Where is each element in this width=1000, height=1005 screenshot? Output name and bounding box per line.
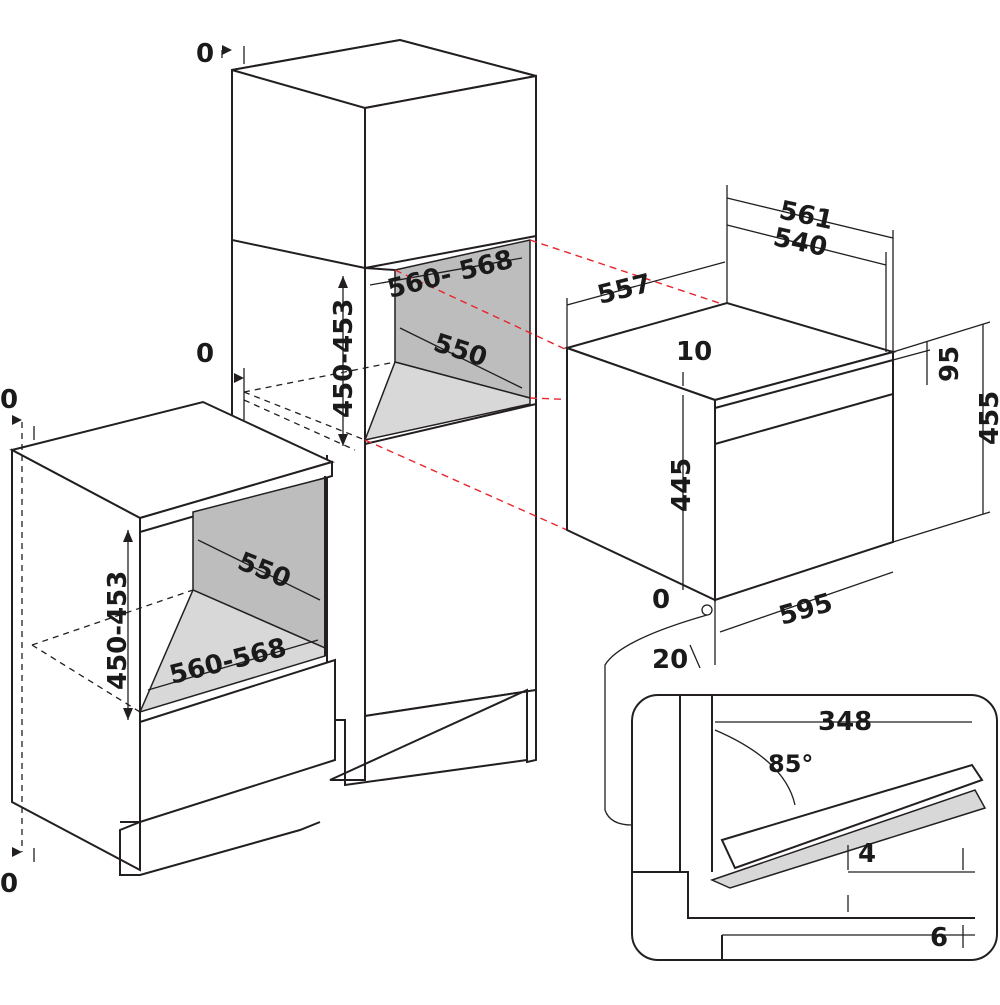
- oven-557-line: [566, 261, 726, 306]
- label-detail-4: 4: [858, 839, 876, 869]
- label-oven-595: 595: [776, 588, 836, 632]
- oven-20-line: [689, 644, 701, 669]
- detail-door: [720, 763, 984, 870]
- label-oven-445: 445: [667, 458, 697, 512]
- oven-95-ext: [892, 349, 931, 361]
- label-oven-0: 0: [652, 585, 670, 615]
- label-base-bottom-gap: 0: [0, 869, 18, 899]
- label-base-top-gap: 0: [0, 385, 18, 415]
- tall-depth-dim-line: [399, 327, 523, 389]
- projection-line-4: [364, 439, 568, 531]
- base-depth-dim-line: [197, 539, 321, 601]
- tall-width-dim-line: [369, 257, 523, 286]
- tall-hidden-edge-1: [231, 239, 366, 269]
- label-oven-557: 557: [594, 269, 654, 311]
- oven-455-ext-bottom: [892, 511, 991, 543]
- base-top-gap-arrow: [12, 415, 22, 425]
- projection-line-2: [394, 269, 568, 351]
- label-base-niche-height: 450-453: [103, 571, 133, 690]
- detail-angle-arc: [714, 729, 796, 806]
- base-cabinet-plinth: [119, 821, 321, 876]
- label-oven-95: 95: [935, 346, 965, 382]
- label-detail-angle: 85°: [768, 750, 813, 778]
- oven: [563, 185, 991, 826]
- tall-hidden-edge-4: [243, 399, 356, 451]
- base-cabinet: [9, 400, 336, 876]
- oven-561-line: [726, 197, 894, 239]
- tall-cabinet-upper-front: [364, 74, 537, 270]
- label-oven-20: 20: [652, 645, 688, 675]
- label-tall-top-gap: 0: [196, 39, 214, 69]
- oven-panel-line-1: [714, 359, 894, 409]
- detail-door-arm: [709, 789, 987, 889]
- oven-panel-line-2: [714, 393, 894, 445]
- oven-595-line: [719, 571, 894, 633]
- tall-mid-gap-arrow: [234, 373, 244, 383]
- base-width-dim-line: [147, 639, 319, 691]
- label-oven-455: 455: [975, 391, 1000, 445]
- detail-box: [631, 694, 998, 961]
- tall-height-arrow-bottom: [338, 434, 348, 446]
- label-detail-348: 348: [818, 707, 872, 737]
- label-tall-niche-height: 450-453: [329, 299, 359, 418]
- tall-top-gap-arrow: [222, 45, 232, 55]
- oven-540-line: [726, 224, 887, 266]
- base-bottom-gap-arrow: [12, 847, 22, 857]
- oven-detail-marker: [701, 604, 713, 616]
- tall-niche-edge: [364, 267, 396, 271]
- projection-line-1: [529, 239, 726, 306]
- label-tall-mid-gap: 0: [196, 339, 214, 369]
- tall-height-arrow-top: [338, 276, 348, 288]
- label-oven-10: 10: [676, 337, 712, 367]
- base-cabinet-side: [11, 448, 141, 872]
- detail-callout-line: [604, 614, 708, 826]
- base-height-arrow-bottom: [123, 708, 133, 720]
- oven-455-ext-top: [892, 321, 991, 353]
- label-detail-6: 6: [930, 923, 948, 953]
- tall-cabinet: [221, 38, 537, 787]
- base-cabinet-drawer: [139, 658, 336, 824]
- projection-lines: [364, 239, 726, 531]
- tall-hidden-edge-2: [243, 361, 396, 393]
- base-height-arrow-top: [123, 530, 133, 542]
- projection-line-3: [529, 397, 716, 406]
- detail-floor: [632, 871, 975, 919]
